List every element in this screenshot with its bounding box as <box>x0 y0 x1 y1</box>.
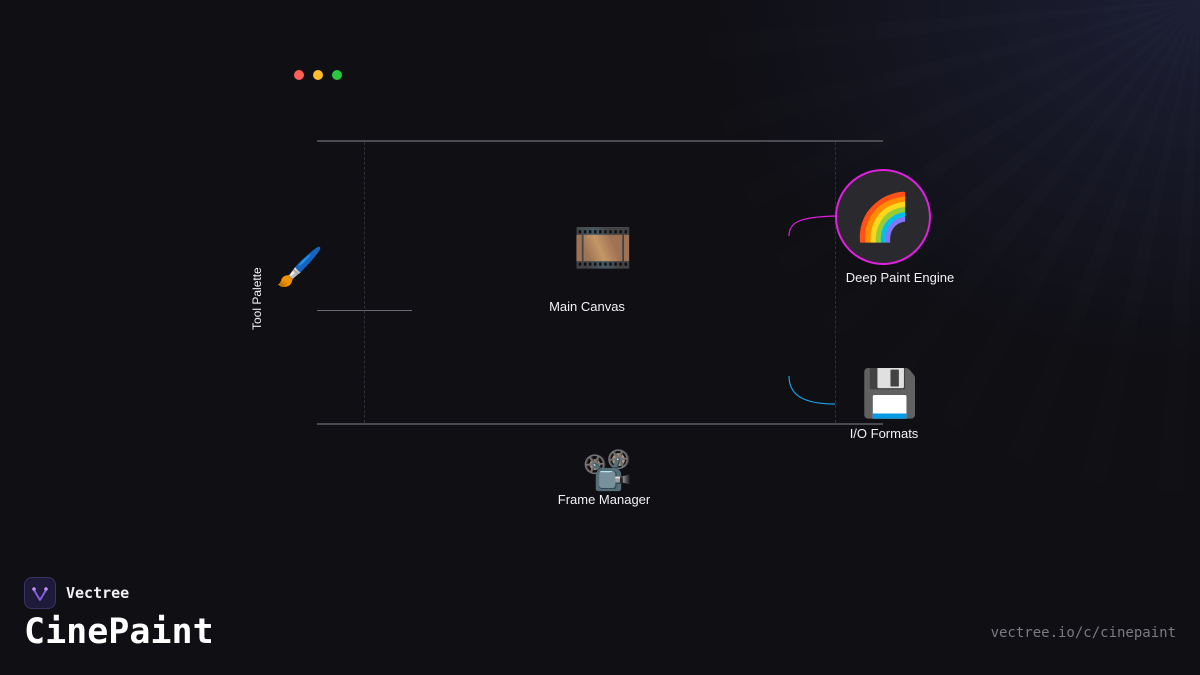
engine-connector <box>788 215 836 237</box>
main-canvas-label: Main Canvas <box>549 299 625 314</box>
product-title: CinePaint <box>24 612 214 652</box>
left-dashed-guide <box>364 142 365 423</box>
deep-paint-engine-label: Deep Paint Engine <box>845 270 955 285</box>
window-minimize-dot[interactable] <box>313 70 323 80</box>
tool-palette-label: Tool Palette <box>250 267 264 330</box>
floppy-disk-icon[interactable]: 💾 <box>861 366 919 420</box>
paintbrush-icon[interactable]: 🖌️ <box>276 245 324 289</box>
film-frames-icon[interactable]: 🎞️ <box>573 220 633 276</box>
io-formats-label: I/O Formats <box>849 426 919 441</box>
io-connector <box>788 375 836 405</box>
deep-paint-engine-node[interactable]: 🌈 <box>835 169 931 265</box>
vectree-logo-icon <box>32 587 48 601</box>
frame-bottom-line <box>317 423 883 425</box>
product-url[interactable]: vectree.io/c/cinepaint <box>990 625 1176 641</box>
rainbow-icon: 🌈 <box>854 190 912 244</box>
brand-name: Vectree <box>66 584 130 602</box>
vectree-logo[interactable] <box>24 577 56 609</box>
frame-top-line <box>317 140 883 142</box>
frame-manager-label: Frame Manager <box>557 492 651 507</box>
window-maximize-dot[interactable] <box>332 70 342 80</box>
window-close-dot[interactable] <box>294 70 304 80</box>
right-dashed-guide <box>835 142 836 423</box>
film-projector-icon[interactable]: 📽️ <box>582 448 632 494</box>
